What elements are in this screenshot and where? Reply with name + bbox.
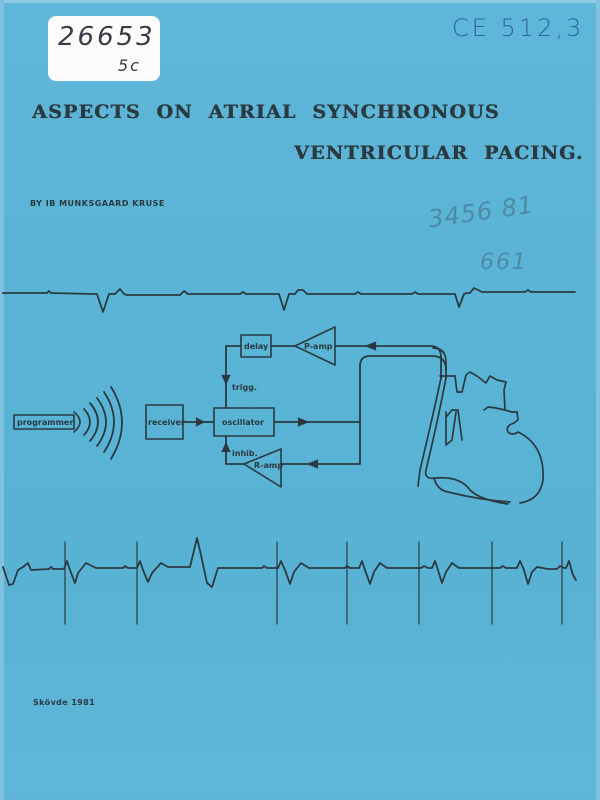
trigger-line <box>225 345 242 409</box>
page-edge-top <box>0 0 600 3</box>
receiver-label: receiver <box>148 418 185 427</box>
atrial-lead-line <box>334 345 442 379</box>
ventricular-lead-line <box>280 355 447 465</box>
library-label-sticker <box>48 16 160 81</box>
ecg-trace-bottom <box>2 537 577 625</box>
programmer-unit <box>13 386 123 460</box>
inhibit-label: inhib. <box>232 449 258 458</box>
pencil-note-2: 661 <box>480 250 528 275</box>
book-cover <box>4 3 596 797</box>
title-line-1: ASPECTS ON ATRIAL SYNCHRONOUS <box>32 101 500 123</box>
delay-label: delay <box>244 342 269 351</box>
arrow-left-icon <box>365 341 377 351</box>
title-line-2: VENTRICULAR PACING. <box>294 142 584 164</box>
arrow-icon <box>195 417 205 427</box>
accession-number: 26653 <box>58 22 156 52</box>
arrow-down-icon <box>221 374 231 385</box>
imprint-place-year: Skövde 1981 <box>33 698 96 707</box>
arrow-up-icon <box>221 442 231 453</box>
page-edge-left <box>0 0 4 800</box>
accession-suffix: 5c <box>118 56 141 75</box>
author-byline: BY IB MUNKSGAARD KRUSE <box>30 199 165 208</box>
programmer-label: programmer <box>17 418 73 427</box>
arrow-left-icon <box>307 459 319 469</box>
trigger-label: trigg. <box>232 383 257 392</box>
oscillator-label: oscillator <box>222 418 264 427</box>
arrow-icon <box>297 417 309 427</box>
r-amp-triangle <box>243 448 282 488</box>
ecg-trace-top <box>2 287 576 313</box>
r-amp-label: R-amp <box>254 461 283 470</box>
page-edge-right <box>596 0 600 800</box>
p-amp-label: P-amp <box>304 342 333 351</box>
heart-icon <box>417 347 544 505</box>
shelf-mark: CE 512,3 <box>452 14 585 42</box>
